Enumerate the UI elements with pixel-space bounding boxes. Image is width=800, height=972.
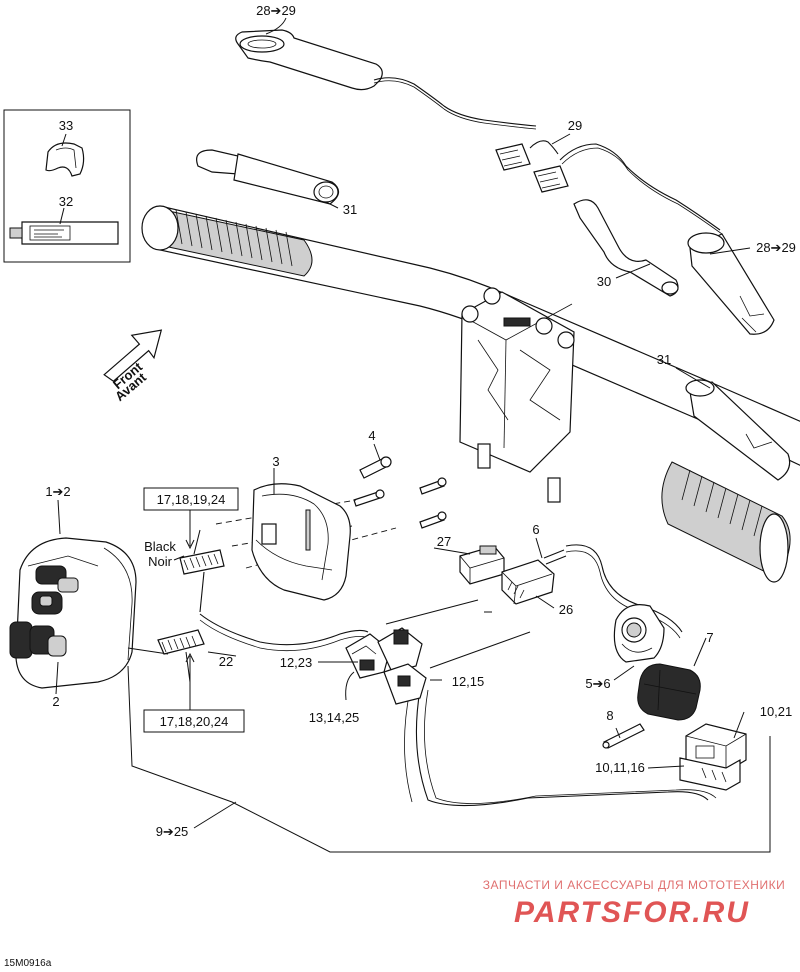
white-connector bbox=[157, 629, 205, 655]
inset-box bbox=[3, 109, 131, 263]
grip-sleeve-31-top bbox=[196, 149, 340, 205]
switch-5-6 bbox=[613, 604, 665, 663]
watermark-line2: PARTSFOR.RU bbox=[514, 896, 750, 929]
bend-part-30 bbox=[573, 199, 679, 297]
callout-26: 26 bbox=[559, 602, 573, 617]
bracket-9-25 bbox=[127, 665, 771, 853]
callout-10-21: 10,21 bbox=[760, 704, 793, 719]
leader-lines bbox=[55, 17, 751, 769]
riser-clamp bbox=[459, 287, 575, 503]
callout-30: 30 bbox=[597, 274, 611, 289]
grip-sleeve-31-right bbox=[685, 379, 791, 481]
callout-28-29-top: 28➔29 bbox=[256, 3, 296, 18]
boxed-label-top-text: 17,18,19,24 bbox=[157, 492, 226, 507]
callout-27: 27 bbox=[437, 534, 451, 549]
watermark: ЗАПЧАСТИ И АКСЕССУАРЫ ДЛЯ МОТОТЕХНИКИ PA… bbox=[483, 878, 785, 929]
switch-assembly-1-2 bbox=[9, 537, 169, 689]
boxed-label-bottom-text: 17,18,20,24 bbox=[160, 714, 229, 729]
callout-4: 4 bbox=[368, 428, 375, 443]
callout-2: 2 bbox=[52, 694, 59, 709]
terminals-6 bbox=[543, 544, 683, 639]
connectors-29 bbox=[495, 140, 723, 235]
callout-6: 6 bbox=[532, 522, 539, 537]
callout-29: 29 bbox=[568, 118, 582, 133]
callout-1-2: 1➔2 bbox=[45, 484, 70, 499]
connector-cluster bbox=[345, 627, 427, 705]
callout-31-top: 31 bbox=[343, 202, 357, 217]
boxed-label-bottom: 17,18,20,24 bbox=[143, 652, 245, 733]
callout-12-15: 12,15 bbox=[452, 674, 485, 689]
harness-22 bbox=[199, 613, 717, 807]
connector-part-10-11-16 bbox=[679, 757, 741, 791]
callout-22: 22 bbox=[219, 654, 233, 669]
callout-7: 7 bbox=[706, 630, 713, 645]
callout-5-6: 5➔6 bbox=[585, 676, 610, 691]
callout-3: 3 bbox=[272, 454, 279, 469]
callout-10-11-16: 10,11,16 bbox=[595, 760, 645, 775]
callout-8: 8 bbox=[606, 708, 613, 723]
front-arrow: Front Avant bbox=[103, 329, 163, 404]
black-connector bbox=[179, 549, 225, 613]
housing-part-3 bbox=[251, 483, 351, 601]
grip-heater-right bbox=[687, 232, 775, 335]
boxed-label-top: 17,18,19,24 bbox=[143, 487, 239, 550]
grip-heater-left bbox=[235, 29, 537, 130]
callout-12-23: 12,23 bbox=[280, 655, 313, 670]
screws-4 bbox=[215, 456, 447, 569]
callout-28-29-right: 28➔29 bbox=[756, 240, 796, 255]
pin-part-8 bbox=[602, 723, 645, 749]
callout-31-right: 31 bbox=[657, 352, 671, 367]
connector-part-27 bbox=[459, 545, 505, 585]
callout-9-25: 9➔25 bbox=[156, 824, 189, 839]
watermark-line1: ЗАПЧАСТИ И АКСЕССУАРЫ ДЛЯ МОТОТЕХНИКИ bbox=[483, 878, 785, 892]
callouts: 28➔29 29 33 32 31 28➔29 30 31 4 3 1➔2 2 … bbox=[45, 3, 796, 839]
connector-color-line1: Black bbox=[144, 539, 176, 554]
connector-color-line2: Noir bbox=[148, 554, 173, 569]
callout-13-14-25: 13,14,25 bbox=[309, 710, 360, 725]
connector-color-label: Black Noir bbox=[144, 539, 176, 569]
callout-33: 33 bbox=[59, 118, 73, 133]
connector-part-26 bbox=[501, 559, 555, 605]
cover-part-7 bbox=[637, 663, 701, 721]
figure-id: 15M0916a bbox=[4, 958, 52, 969]
callout-32: 32 bbox=[59, 194, 73, 209]
